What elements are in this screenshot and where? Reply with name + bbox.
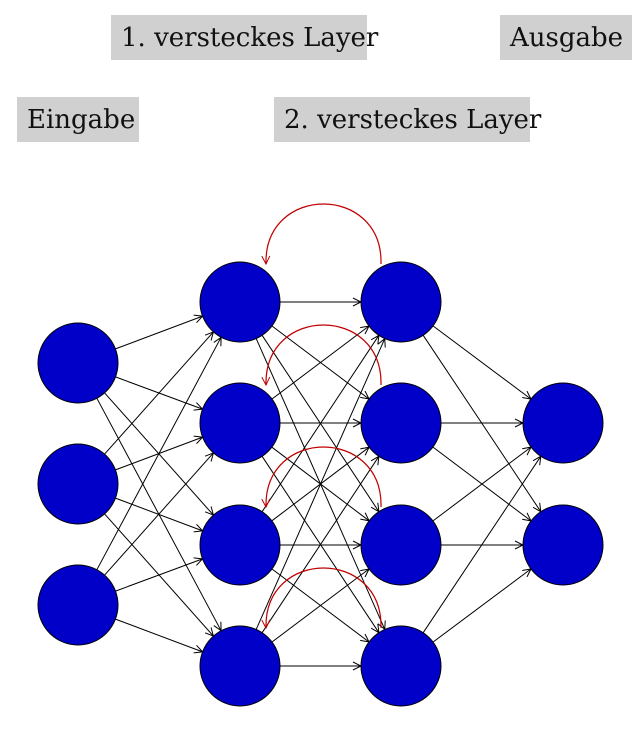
recurrent-connections-group	[266, 203, 382, 628]
recurrent-connection-0	[266, 203, 382, 264]
input-layer-label: Eingabe	[17, 97, 139, 142]
connection-hidden2-3-to-output-1	[432, 569, 531, 643]
connection-input-0-to-hidden1-0	[115, 316, 202, 350]
recurrent-connection-1	[266, 324, 382, 385]
neuron-output-0	[522, 382, 604, 464]
connection-input-2-to-hidden1-2	[115, 559, 203, 592]
connection-hidden2-3-to-output-0	[422, 456, 541, 633]
connection-hidden2-0-to-output-0	[432, 325, 531, 399]
neuron-input-1	[37, 443, 119, 525]
hidden-layer-1-label: 1. versteckes Layer	[111, 15, 378, 60]
neuron-input-0	[37, 322, 119, 404]
neuron-hidden2-3	[360, 625, 442, 707]
connection-input-1-to-hidden1-0	[104, 332, 214, 455]
connection-input-2-to-hidden1-0	[96, 337, 221, 570]
output-layer-label: Ausgabe	[500, 15, 632, 60]
connection-hidden2-2-to-output-0	[432, 447, 531, 522]
connection-hidden1-2-to-hidden2-0	[261, 335, 379, 512]
connection-hidden1-3-to-hidden2-1	[261, 456, 379, 633]
connection-hidden1-3-to-hidden2-0	[255, 339, 385, 630]
recurrent-connection-3	[266, 567, 382, 628]
neuron-hidden1-3	[199, 625, 281, 707]
neuron-hidden1-1	[199, 382, 281, 464]
neurons-group	[37, 261, 604, 707]
connection-hidden1-3-to-hidden2-2	[271, 569, 369, 643]
neuron-hidden2-1	[360, 382, 442, 464]
neuron-hidden2-2	[360, 504, 442, 586]
recurrent-connection-2	[266, 446, 382, 507]
neuron-hidden1-2	[199, 504, 281, 586]
hidden-layer-2-label: 2. versteckes Layer	[274, 97, 541, 142]
neuron-hidden1-0	[199, 261, 281, 343]
neuron-input-2	[37, 564, 119, 646]
neuron-output-1	[522, 504, 604, 586]
connection-input-2-to-hidden1-3	[115, 618, 202, 652]
connection-hidden1-1-to-hidden2-0	[271, 326, 369, 400]
connections-group	[96, 302, 541, 666]
connection-input-2-to-hidden1-1	[104, 453, 214, 576]
neuron-hidden2-0	[360, 261, 442, 343]
